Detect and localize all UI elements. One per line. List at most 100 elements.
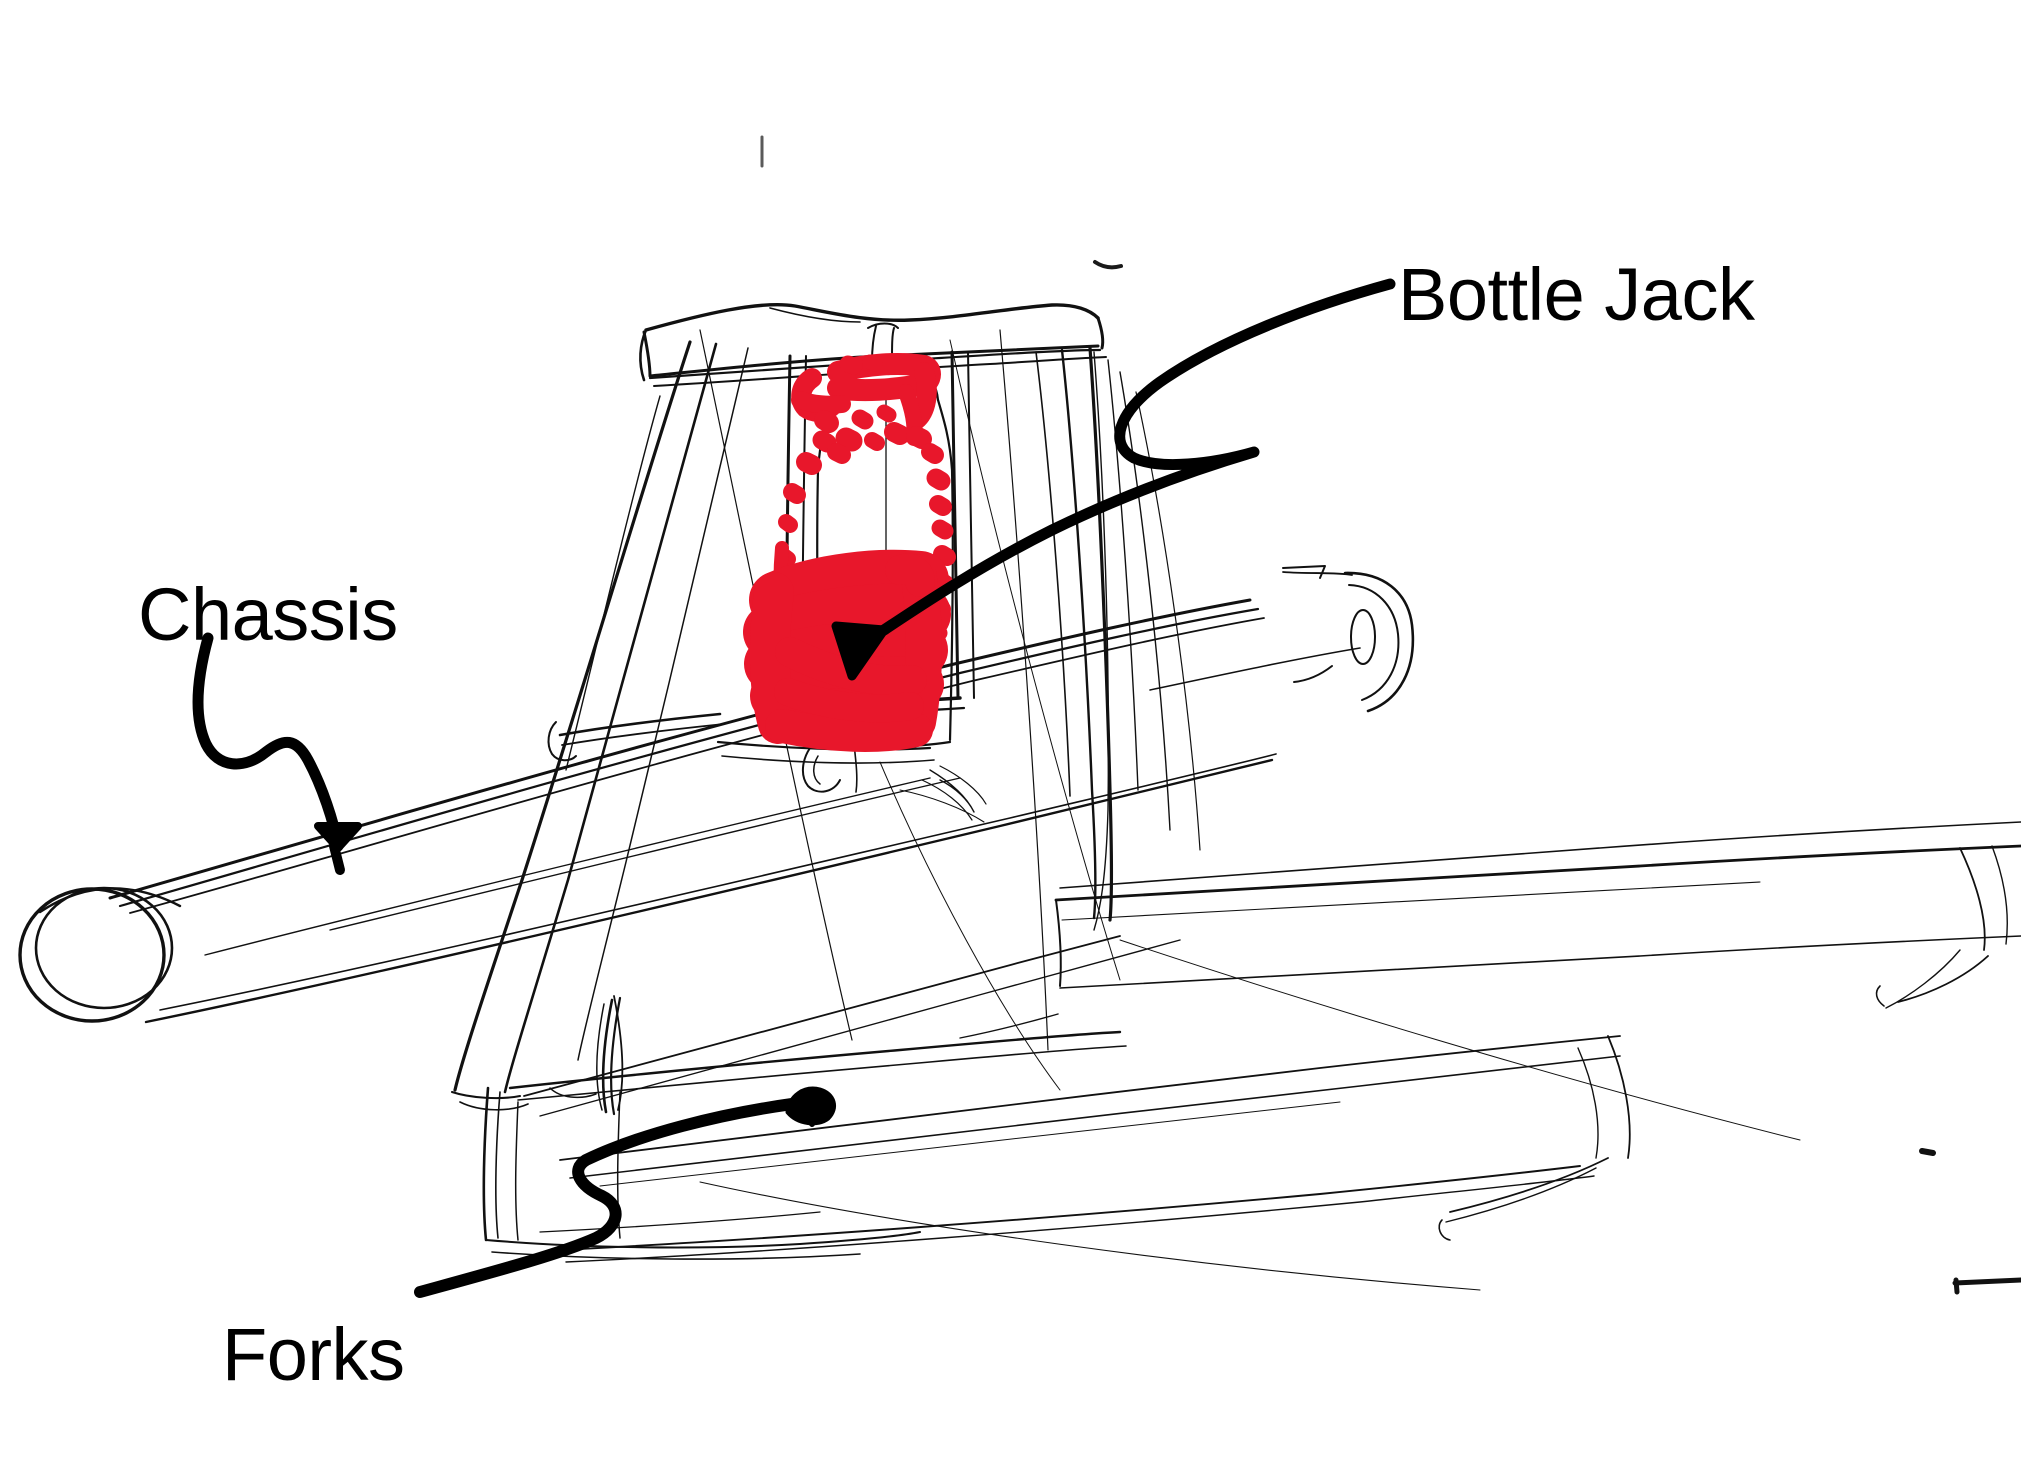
mast-right-brace-1 bbox=[1093, 351, 1110, 931]
fork-tine-upper-top-far bbox=[1059, 821, 2021, 889]
fork-tine-lower-bottom-2 bbox=[565, 1175, 1595, 1263]
fork-heel-lower bbox=[539, 1211, 821, 1233]
stray-dot-right bbox=[1919, 1148, 1936, 1156]
jack-foot-scribble bbox=[929, 769, 975, 813]
fork-tine-lower-tip-right bbox=[1607, 1035, 1631, 1159]
top-crossbeam-plate-left-end bbox=[639, 328, 648, 382]
highlight-dot-c7 bbox=[876, 404, 897, 423]
chassis-tube-bottom-edge bbox=[144, 758, 1274, 1024]
bottle-jack-leader-line bbox=[878, 278, 1396, 636]
base-block-notch bbox=[549, 1087, 597, 1099]
stray-mark-upper bbox=[1093, 260, 1123, 270]
fork-tine-upper-front-edge bbox=[1055, 899, 1062, 987]
mast-right-leg-edge-2 bbox=[1107, 359, 1139, 791]
fork-tines bbox=[539, 821, 2021, 1291]
forks-leader-line bbox=[414, 1098, 798, 1298]
mast-cross-member-left-2 bbox=[561, 723, 725, 746]
stray-marks bbox=[760, 135, 2021, 1295]
highlight-body-top-nub bbox=[885, 553, 935, 597]
mast-left-leg-outer bbox=[453, 340, 692, 1092]
highlight-dot-c1 bbox=[835, 427, 863, 452]
label-chassis: Chassis bbox=[138, 573, 398, 656]
chassis-tube-right-cap bbox=[1343, 571, 1415, 713]
fork-cross-brace-2 bbox=[1119, 939, 1801, 1141]
highlight-dot-r1 bbox=[921, 443, 944, 464]
highlight-dot-l1 bbox=[814, 410, 839, 433]
mast-left-leg-edge bbox=[577, 347, 749, 1061]
highlight-body-edge-bottom bbox=[765, 709, 933, 752]
base-block-left-edge bbox=[482, 1086, 490, 1242]
fork-tine-upper-tip-end bbox=[1897, 955, 1989, 1003]
fork-tine-upper-top-near bbox=[1054, 844, 2021, 902]
mast-assembly bbox=[451, 302, 1201, 1116]
base-block-top-edge bbox=[508, 1030, 1122, 1090]
base-block-front-face bbox=[514, 1101, 519, 1241]
fork-tine-lower-top-near bbox=[569, 1055, 1621, 1179]
mast-right-brace-2 bbox=[1119, 371, 1171, 831]
chassis-tube-bottom-edge-2 bbox=[159, 753, 1277, 1011]
fork-tine-lower-bottom bbox=[559, 1165, 1581, 1251]
chassis-tube-right-edge-top bbox=[1282, 571, 1353, 576]
fork-tine-upper-tip-right-2 bbox=[1991, 845, 2008, 945]
base-block-diagonal-2 bbox=[539, 939, 1181, 1117]
mast-construction-line-2 bbox=[999, 329, 1049, 1051]
label-bottle-jack: Bottle Jack bbox=[1398, 253, 1755, 336]
chassis-arrowhead bbox=[314, 822, 362, 852]
jack-foot-scribble-4 bbox=[899, 789, 985, 823]
mast-right-brace-3 bbox=[1135, 391, 1201, 851]
chassis-tube-sheen-2 bbox=[329, 777, 961, 931]
jack-foot-scribble-3 bbox=[939, 765, 987, 805]
base-block-diagonal bbox=[523, 935, 1121, 1097]
mast-left-leg-inner bbox=[503, 342, 718, 1094]
highlight-dot-c2 bbox=[864, 432, 885, 451]
top-crossbeam-plate-top bbox=[644, 302, 1100, 332]
bottle-jack-side-right bbox=[936, 398, 954, 742]
highlight-top-dot-b bbox=[862, 354, 883, 372]
mast-cross-member-left bbox=[558, 712, 722, 737]
base-scribble-1 bbox=[601, 998, 614, 1114]
mast-hardware-knuckle-2 bbox=[813, 755, 821, 785]
highlight-top-stub bbox=[791, 391, 851, 414]
mast-inner-rail-right bbox=[950, 350, 960, 700]
mast-construction-line-3 bbox=[949, 339, 1121, 981]
chassis-tube-end-cap-arc bbox=[38, 887, 182, 914]
base-block-top-edge-2 bbox=[517, 1045, 1127, 1101]
highlight-dot-l2 bbox=[812, 430, 837, 453]
fork-tine-lower-inner bbox=[599, 1101, 1341, 1187]
highlight-dot-r4 bbox=[931, 519, 954, 540]
mast-right-leg-outer bbox=[1088, 346, 1114, 922]
mast-left-leg-edge-2 bbox=[565, 395, 661, 771]
highlight-dot-l5 bbox=[778, 514, 798, 533]
mast-hardware-knuckle bbox=[802, 747, 841, 793]
mast-left-leg-foot bbox=[451, 1091, 521, 1100]
mast-right-leg-inner bbox=[1060, 348, 1097, 920]
chassis-tube-right-lower bbox=[1293, 665, 1333, 683]
highlight-top-dot-a bbox=[839, 355, 863, 375]
top-crossbeam-plate-ridge bbox=[769, 307, 861, 323]
top-crossbeam-plate-front bbox=[642, 330, 1100, 378]
highlight-body-sweep-2 bbox=[774, 678, 924, 723]
mast-right-leg-edge bbox=[1035, 351, 1071, 797]
fork-cross-brace bbox=[699, 1181, 1481, 1291]
fork-tine-lower-tip-chamfer bbox=[1445, 1167, 1597, 1223]
highlight-dot-l3 bbox=[796, 452, 822, 475]
fork-tine-lower-tip-nub bbox=[1438, 1219, 1451, 1241]
mast-construction-line-4 bbox=[879, 761, 1061, 1091]
fork-tine-upper-tip-right bbox=[1959, 847, 1986, 951]
chassis-tube-sheen-3 bbox=[1149, 647, 1361, 691]
bottle-jack-ram-cap bbox=[867, 322, 899, 329]
bottle-jack-arrowhead bbox=[831, 621, 889, 681]
fork-heel-upper bbox=[959, 1013, 1059, 1039]
forks-arrowhead-tail bbox=[797, 1099, 815, 1127]
fork-tine-upper-tip-chamfer bbox=[1885, 949, 1961, 1009]
base-block-left-edge-2 bbox=[495, 1091, 501, 1239]
chassis-arrowhead-tail bbox=[329, 841, 345, 875]
mast-cross-member-low-2 bbox=[721, 755, 935, 764]
highlight-dot-c5 bbox=[827, 443, 851, 464]
annotation-leaders bbox=[192, 278, 1396, 1298]
highlight-dot-l4 bbox=[783, 483, 806, 504]
mast-bracket-left bbox=[547, 721, 577, 762]
